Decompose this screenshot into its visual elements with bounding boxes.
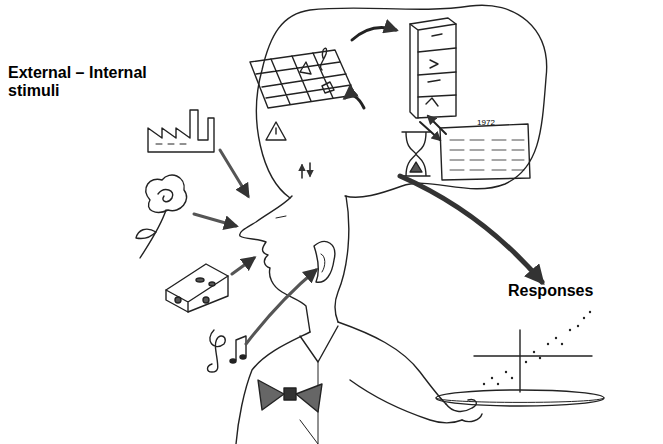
- response-tray: [436, 398, 604, 403]
- head-profile: [321, 254, 325, 272]
- response-plot: [483, 383, 485, 385]
- grid-map: [300, 62, 334, 93]
- cycle-arrows: [428, 116, 446, 134]
- cheese-icon: [196, 278, 204, 282]
- response-plot: [511, 377, 513, 379]
- thought-cloud: [257, 5, 547, 198]
- stimuli-label: External – Internal stimuli: [8, 64, 158, 101]
- hourglass: [402, 132, 430, 176]
- hourglass: [410, 162, 422, 172]
- rose-icon: [158, 190, 173, 202]
- warning-triangle: [266, 122, 286, 140]
- grid-map: [321, 48, 327, 70]
- music-notes: [236, 336, 246, 360]
- rose-icon: [136, 175, 187, 258]
- cheese-icon: [175, 297, 181, 303]
- calendar: [450, 140, 524, 170]
- response-plot: [533, 351, 535, 353]
- head-profile: [335, 196, 349, 322]
- response-plot: [555, 337, 557, 339]
- warning-triangle: [275, 128, 276, 134]
- bow-tie: [296, 384, 322, 412]
- response-plot: [483, 311, 591, 385]
- calendar: [440, 124, 530, 180]
- bow-tie: [284, 388, 296, 400]
- response-plot: [505, 371, 507, 373]
- bow-tie: [258, 380, 322, 412]
- response-arrow: [400, 176, 542, 282]
- cheese-icon: [166, 276, 228, 312]
- response-plot: [577, 325, 579, 327]
- rose-icon: [146, 175, 187, 212]
- filing-cabinet: [410, 18, 456, 118]
- grid-map: [250, 48, 355, 108]
- bow-tie: [258, 380, 284, 410]
- grid-map: [256, 53, 351, 104]
- cycle-arrows: [352, 28, 396, 40]
- stimulus-arrows: [220, 150, 248, 196]
- body-suit: [236, 322, 482, 444]
- response-plot: [547, 343, 549, 345]
- music-notes: [208, 330, 226, 372]
- filing-cabinet: [418, 48, 456, 97]
- stimulus-arrows: [232, 258, 254, 274]
- head-profile: [240, 196, 349, 332]
- filing-cabinet: [410, 18, 456, 118]
- cycle-arrows: [345, 96, 364, 108]
- head-profile: [276, 216, 286, 218]
- response-plot: [589, 311, 591, 313]
- response-plot: [474, 330, 592, 392]
- stimulus-arrows: [194, 150, 316, 344]
- cycle-arrows: [301, 165, 303, 178]
- body-suit: [338, 322, 446, 404]
- stimulus-arrows: [194, 214, 236, 226]
- body-suit: [236, 332, 310, 444]
- head-profile: [314, 242, 335, 283]
- factory-icon: [148, 110, 214, 152]
- music-notes: [208, 330, 247, 372]
- calendar-year: 1972: [462, 118, 510, 127]
- warning-triangle: [266, 122, 286, 140]
- factory-icon: [148, 110, 214, 152]
- cheese-icon: [166, 264, 228, 312]
- rose-icon: [136, 229, 156, 238]
- response-plot: [525, 361, 527, 363]
- grid-map: [250, 50, 355, 108]
- filing-cabinet: [426, 34, 442, 106]
- filing-cabinet: [410, 24, 456, 118]
- cycle-arrows: [302, 28, 446, 178]
- response-plot: [539, 357, 541, 359]
- cheese-icon: [166, 264, 228, 312]
- response-plot: [561, 343, 563, 345]
- stimulus-arrows: [246, 270, 316, 344]
- thought-cloud: [257, 5, 547, 198]
- hourglass: [402, 132, 430, 176]
- response-plot: [497, 383, 499, 385]
- factory-icon: [156, 144, 186, 145]
- cheese-icon: [203, 297, 209, 303]
- body-suit: [300, 326, 338, 362]
- music-notes: [240, 355, 246, 359]
- responses-label: Responses: [508, 282, 618, 300]
- cycle-arrows: [309, 163, 311, 176]
- response-plot: [569, 329, 571, 331]
- response-plot: [583, 317, 585, 319]
- calendar: [440, 124, 530, 180]
- response-arrow: [400, 176, 542, 282]
- response-plot: [491, 377, 493, 379]
- music-notes: [230, 359, 236, 363]
- cheese-icon: [209, 282, 215, 286]
- response-plot: [474, 311, 592, 392]
